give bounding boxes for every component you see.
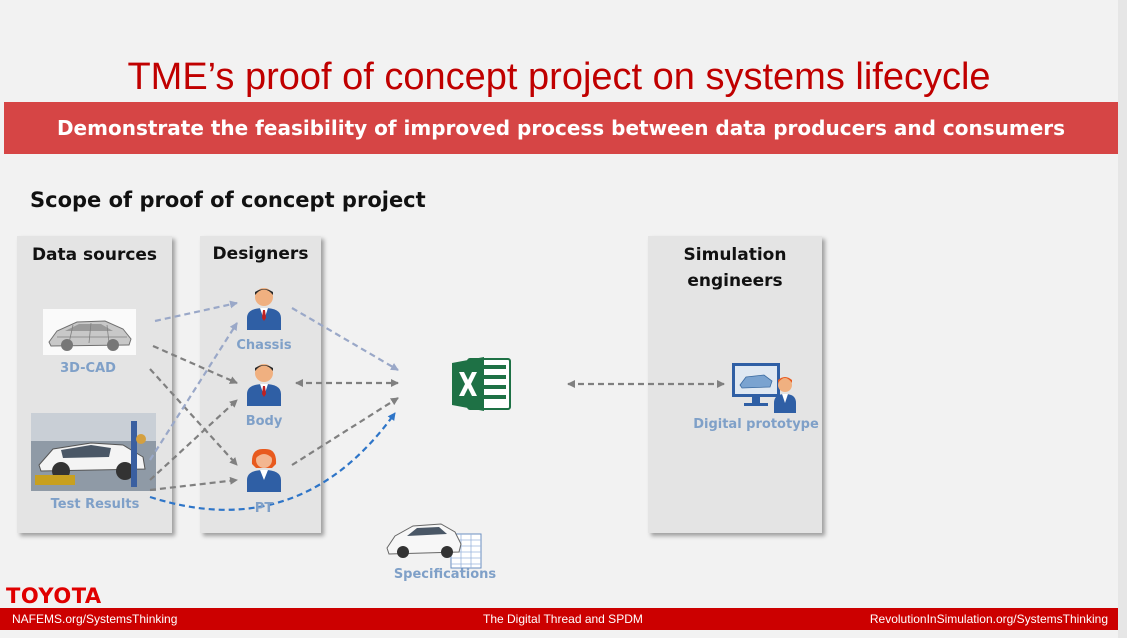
- person-pt-icon: [247, 448, 281, 492]
- person-chassis-icon: [247, 288, 281, 330]
- person-body-icon: [247, 364, 281, 406]
- cad-label: 3D-CAD: [60, 361, 116, 376]
- simulation-heading-line1: Simulation: [683, 245, 787, 265]
- footer-bar: NAFEMS.org/SystemsThinking The Digital T…: [0, 608, 1118, 630]
- pt-label: PT: [254, 501, 274, 516]
- specifications-label: Specifications: [393, 567, 497, 582]
- test-results-label: Test Results: [50, 497, 140, 512]
- subtitle-banner: Demonstrate the feasibility of improved …: [4, 102, 1118, 154]
- data-sources-heading: Data sources: [31, 245, 158, 265]
- specifications-car-icon: [386, 523, 482, 569]
- footer-left-link[interactable]: NAFEMS.org/SystemsThinking: [12, 612, 178, 626]
- scrollbar[interactable]: [1118, 0, 1127, 638]
- slide-title: TME’s proof of concept project on system…: [127, 56, 991, 98]
- digital-prototype-icon: [732, 363, 796, 413]
- footer-right-link[interactable]: RevolutionInSimulation.org/SystemsThinki…: [869, 612, 1108, 626]
- toyota-logo: TOYOTA: [6, 584, 102, 608]
- simulation-heading-line2: engineers: [687, 271, 783, 291]
- footer-center-text: The Digital Thread and SPDM: [483, 612, 643, 626]
- body-label: Body: [245, 414, 283, 429]
- test-results-photo: [31, 413, 156, 491]
- scope-heading: Scope of proof of concept project: [30, 188, 426, 212]
- excel-icon: [452, 357, 511, 411]
- cad-car-image: [43, 309, 136, 355]
- designers-heading: Designers: [212, 244, 309, 264]
- chassis-label: Chassis: [236, 338, 292, 353]
- digital-prototype-label: Digital prototype: [693, 417, 819, 432]
